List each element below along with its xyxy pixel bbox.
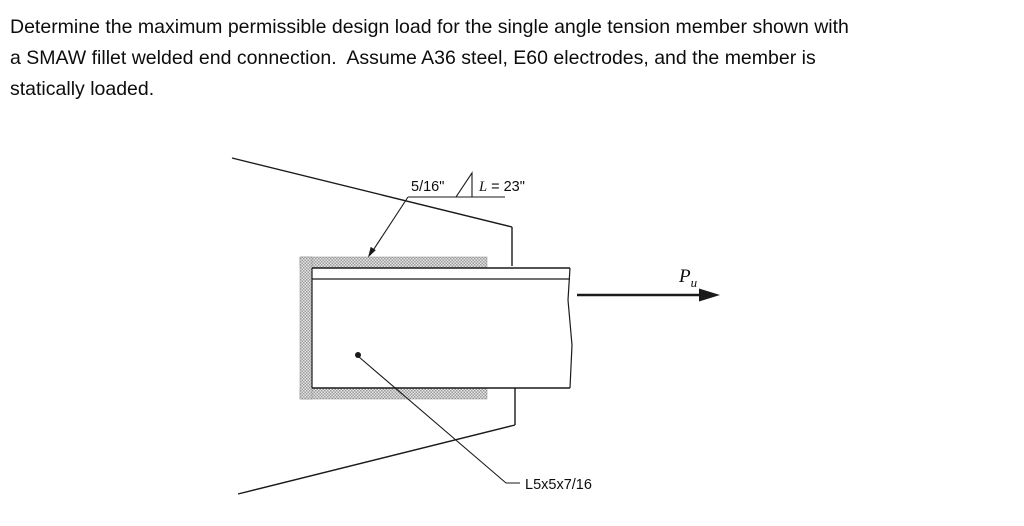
member-reference-dot	[355, 352, 361, 358]
gusset-plate-bottom-edge	[237, 424, 516, 495]
fillet-weld-symbol-icon	[454, 171, 473, 198]
weld-bead-bottom	[299, 387, 488, 400]
weld-leader-line	[369, 196, 409, 256]
weld-bead-end	[299, 256, 313, 400]
load-label: Pu	[678, 266, 698, 290]
problem-line-1: Determine the maximum permissible design…	[10, 16, 849, 38]
member-break-line	[567, 267, 573, 389]
gusset-plate-top-edge	[231, 157, 513, 228]
problem-statement: Determine the maximum permissible design…	[10, 12, 1016, 105]
load-arrowhead-icon	[699, 288, 720, 302]
weld-bead-top	[299, 256, 488, 269]
weld-length-variable: L	[478, 179, 487, 195]
problem-line-2: a SMAW fillet welded end connection. Ass…	[10, 47, 816, 69]
problem-line-3: statically loaded.	[10, 78, 155, 100]
weld-length-label: L= 23"	[478, 179, 525, 195]
load-subscript: u	[691, 275, 698, 290]
load-variable: P	[678, 266, 691, 287]
member-size-label: L5x5x7/16	[525, 477, 592, 493]
member-leader-line	[358, 356, 520, 484]
weld-length-value: = 23"	[491, 179, 525, 195]
weld-leader-arrowhead-icon	[368, 246, 376, 258]
weld-size-label: 5/16"	[411, 179, 444, 195]
